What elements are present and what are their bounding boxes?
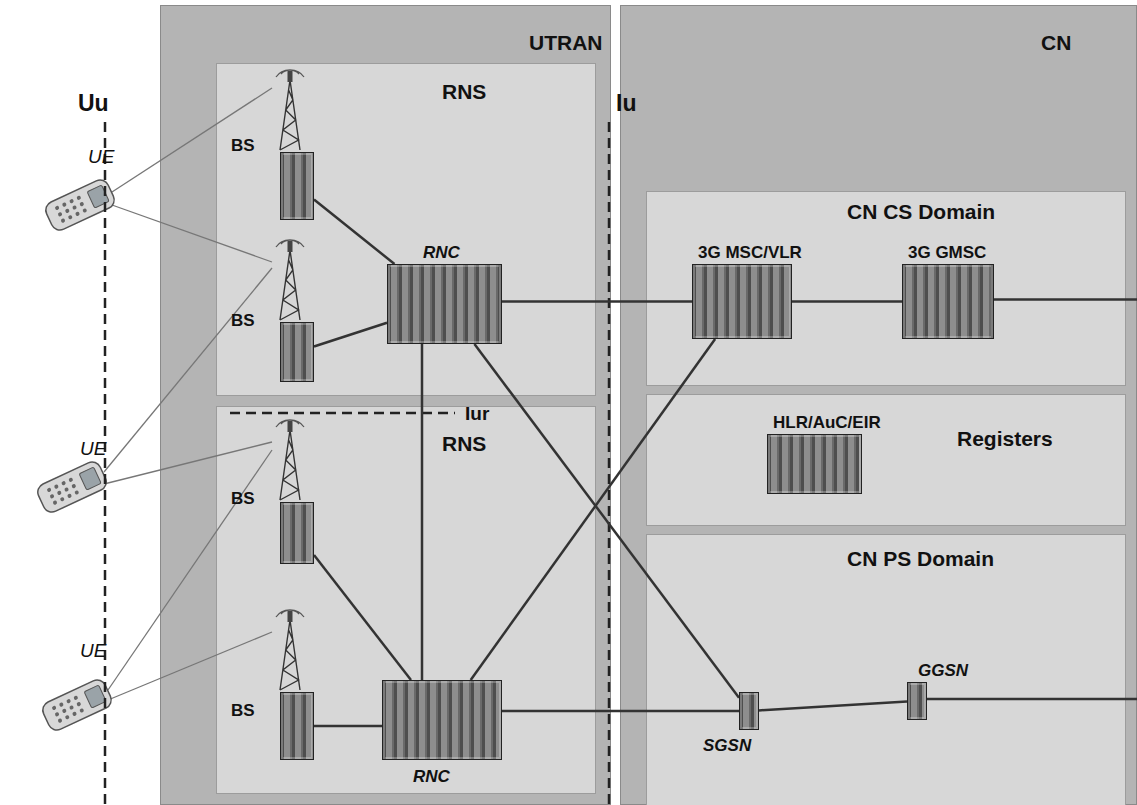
equipment-label: BS bbox=[231, 136, 255, 156]
link-line bbox=[502, 300, 692, 303]
region-panel: UTRAN RNS BS BS RNC RNS BS BS RNC bbox=[160, 5, 611, 805]
equipment-label: BS bbox=[231, 311, 255, 331]
base-station: BS bbox=[280, 502, 314, 564]
area-title: RNS bbox=[442, 432, 486, 456]
radio-link bbox=[104, 268, 272, 472]
server-box: GGSN bbox=[907, 682, 927, 720]
register-box: HLR/AuC/EIR bbox=[767, 434, 862, 494]
radio-link bbox=[112, 205, 272, 262]
link-line bbox=[792, 300, 902, 303]
interface-name: Iu bbox=[616, 90, 636, 117]
area-title: UTRAN bbox=[529, 31, 603, 55]
radio-link bbox=[112, 88, 272, 192]
base-station: BS bbox=[280, 152, 314, 220]
interface-line bbox=[104, 122, 107, 805]
link-line bbox=[314, 725, 382, 728]
subsystem-box: RNS BS BS RNC bbox=[216, 406, 596, 794]
equipment-label: GGSN bbox=[918, 661, 968, 681]
base-station: BS bbox=[280, 322, 314, 382]
device-label: UE bbox=[88, 146, 114, 168]
switch-box: 3G MSC/VLR bbox=[692, 264, 792, 339]
link-line bbox=[502, 710, 739, 713]
equipment-label: SGSN bbox=[703, 736, 751, 756]
link-line bbox=[471, 339, 715, 680]
equipment-label: RNC bbox=[423, 243, 460, 263]
switch-box: 3G GMSC bbox=[902, 264, 994, 339]
device-label: UE bbox=[80, 438, 106, 460]
ue-phone bbox=[35, 459, 109, 515]
interface-name: Uu bbox=[78, 90, 109, 117]
link-line bbox=[421, 344, 424, 680]
subsystem-box: RNS BS BS RNC bbox=[216, 63, 596, 396]
radio-links bbox=[104, 88, 272, 700]
controller-box: RNC bbox=[382, 680, 502, 760]
equipment-label: HLR/AuC/EIR bbox=[773, 413, 881, 433]
antenna-tower bbox=[276, 240, 304, 320]
server-box: SGSN bbox=[739, 692, 759, 730]
antenna-tower bbox=[276, 70, 304, 150]
area-title: RNS bbox=[442, 80, 486, 104]
area-title: Registers bbox=[957, 427, 1053, 451]
link-line bbox=[314, 555, 411, 680]
external-link bbox=[925, 698, 1137, 701]
radio-link bbox=[104, 442, 272, 484]
interface-name: Iur bbox=[465, 403, 489, 425]
link-line bbox=[759, 702, 907, 711]
link-line bbox=[314, 323, 387, 347]
link-line bbox=[474, 344, 739, 698]
antenna-tower bbox=[276, 610, 304, 690]
radio-link bbox=[108, 450, 272, 690]
interface-line bbox=[608, 122, 611, 805]
equipment-label: BS bbox=[231, 701, 255, 721]
domain-box: CN CS Domain 3G MSC/VLR 3G GMSC bbox=[646, 191, 1126, 386]
ue-phone bbox=[40, 677, 114, 733]
device-label: UE bbox=[80, 640, 106, 662]
link-line bbox=[314, 200, 395, 264]
equipment-label: RNC bbox=[413, 767, 450, 787]
external-link bbox=[992, 298, 1137, 301]
region-panel: CN CN CS Domain 3G MSC/VLR 3G GMSC Registers… bbox=[620, 5, 1137, 805]
area-title: CN CS Domain bbox=[847, 200, 995, 224]
radio-link bbox=[108, 632, 272, 700]
area-title: CN bbox=[1041, 31, 1071, 55]
controller-box: RNC bbox=[387, 264, 502, 344]
antenna-tower bbox=[276, 420, 304, 500]
equipment-label: BS bbox=[231, 489, 255, 509]
domain-box: Registers HLR/AuC/EIR bbox=[646, 394, 1126, 526]
area-title: CN PS Domain bbox=[847, 547, 994, 571]
equipment-label: 3G GMSC bbox=[908, 243, 986, 263]
base-station: BS bbox=[280, 692, 314, 760]
equipment-label: 3G MSC/VLR bbox=[698, 243, 802, 263]
